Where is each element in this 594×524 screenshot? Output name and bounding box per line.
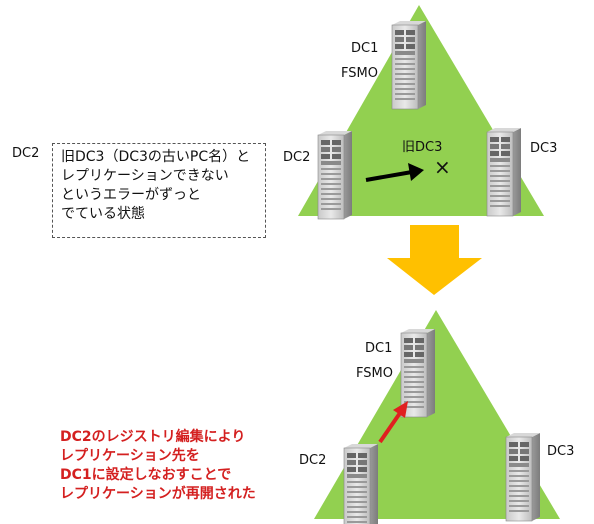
dc2-label: DC2 — [283, 150, 311, 165]
bottom-dc2-label: DC2 — [299, 453, 327, 468]
replication-arrow-red — [378, 401, 408, 444]
note-line: 旧DC3（DC3の古いPC名）と — [61, 149, 251, 165]
bottom-fsmo-label: FSMO — [356, 366, 393, 381]
down-arrow — [387, 225, 482, 295]
caption-line: レプリケーションが再開された — [60, 486, 256, 502]
dc3-label: DC3 — [530, 141, 558, 156]
note-line: でている状態 — [61, 206, 145, 222]
dc1-label: DC1 — [351, 41, 379, 56]
bottom-dc2-server-icon — [343, 443, 379, 524]
note-line: レプリケーションできない — [61, 168, 229, 184]
bottom-dc3-server-icon — [505, 432, 541, 522]
dc3-server-icon — [486, 127, 522, 217]
caption-line: DC1に設定しなおすことで — [60, 467, 232, 483]
caption-line: レプリケーション先を — [60, 448, 200, 464]
bottom-dc3-label: DC3 — [547, 444, 575, 459]
x-mark-icon: × — [434, 155, 451, 179]
note-line: というエラーがずっと — [61, 187, 201, 203]
dc2-server-icon — [317, 130, 353, 220]
caption-line: DC2のレジストリ編集により — [60, 429, 246, 445]
resolution-caption: DC2のレジストリ編集により レプリケーション先を DC1に設定しなおすことで … — [60, 428, 256, 504]
top-network-triangle — [298, 5, 544, 216]
bottom-dc1-label: DC1 — [365, 341, 393, 356]
dc1-server-icon — [391, 20, 427, 110]
outside-dc2-label: DC2 — [12, 146, 40, 161]
old-dc3-label: 旧DC3 — [402, 140, 443, 155]
fsmo-label: FSMO — [341, 66, 378, 81]
error-note-box: 旧DC3（DC3の古いPC名）と レプリケーションできない というエラーがずっと… — [52, 143, 266, 238]
replication-arrow-black — [365, 163, 424, 182]
